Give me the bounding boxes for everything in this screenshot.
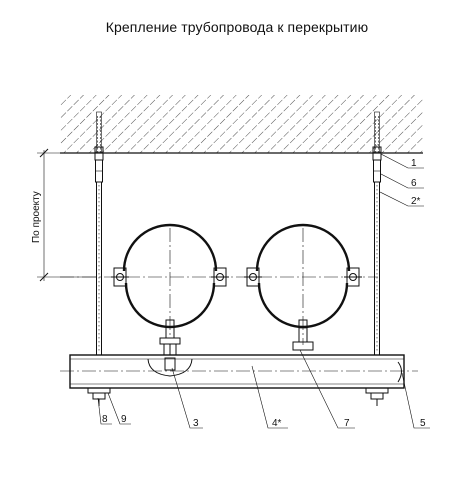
dimension-label: По проекту: [31, 191, 42, 243]
callout-7: 7: [344, 418, 350, 429]
height-dimension: По проекту: [31, 148, 96, 282]
callout-5: 5: [420, 418, 426, 429]
right-bottom-fasteners: [365, 387, 389, 406]
callout-1: 1: [411, 158, 417, 169]
right-hanger-rod: [372, 111, 382, 356]
callout-4: 4*: [272, 418, 282, 429]
callout-3: 3: [193, 418, 199, 429]
callout-9: 9: [121, 414, 127, 425]
callout-6: 6: [411, 178, 417, 189]
left-bottom-fasteners: [87, 387, 111, 406]
callout-8: 8: [102, 414, 108, 425]
leader-lines: [97, 153, 430, 429]
right-pipe-clamp: [244, 223, 362, 351]
drawing-title: Крепление трубопровода к перекрытию: [105, 19, 369, 35]
support-beam: [60, 354, 418, 389]
ceiling-slab: [60, 95, 423, 154]
callout-2: 2*: [411, 196, 421, 207]
left-pipe-clamp: [111, 223, 229, 363]
